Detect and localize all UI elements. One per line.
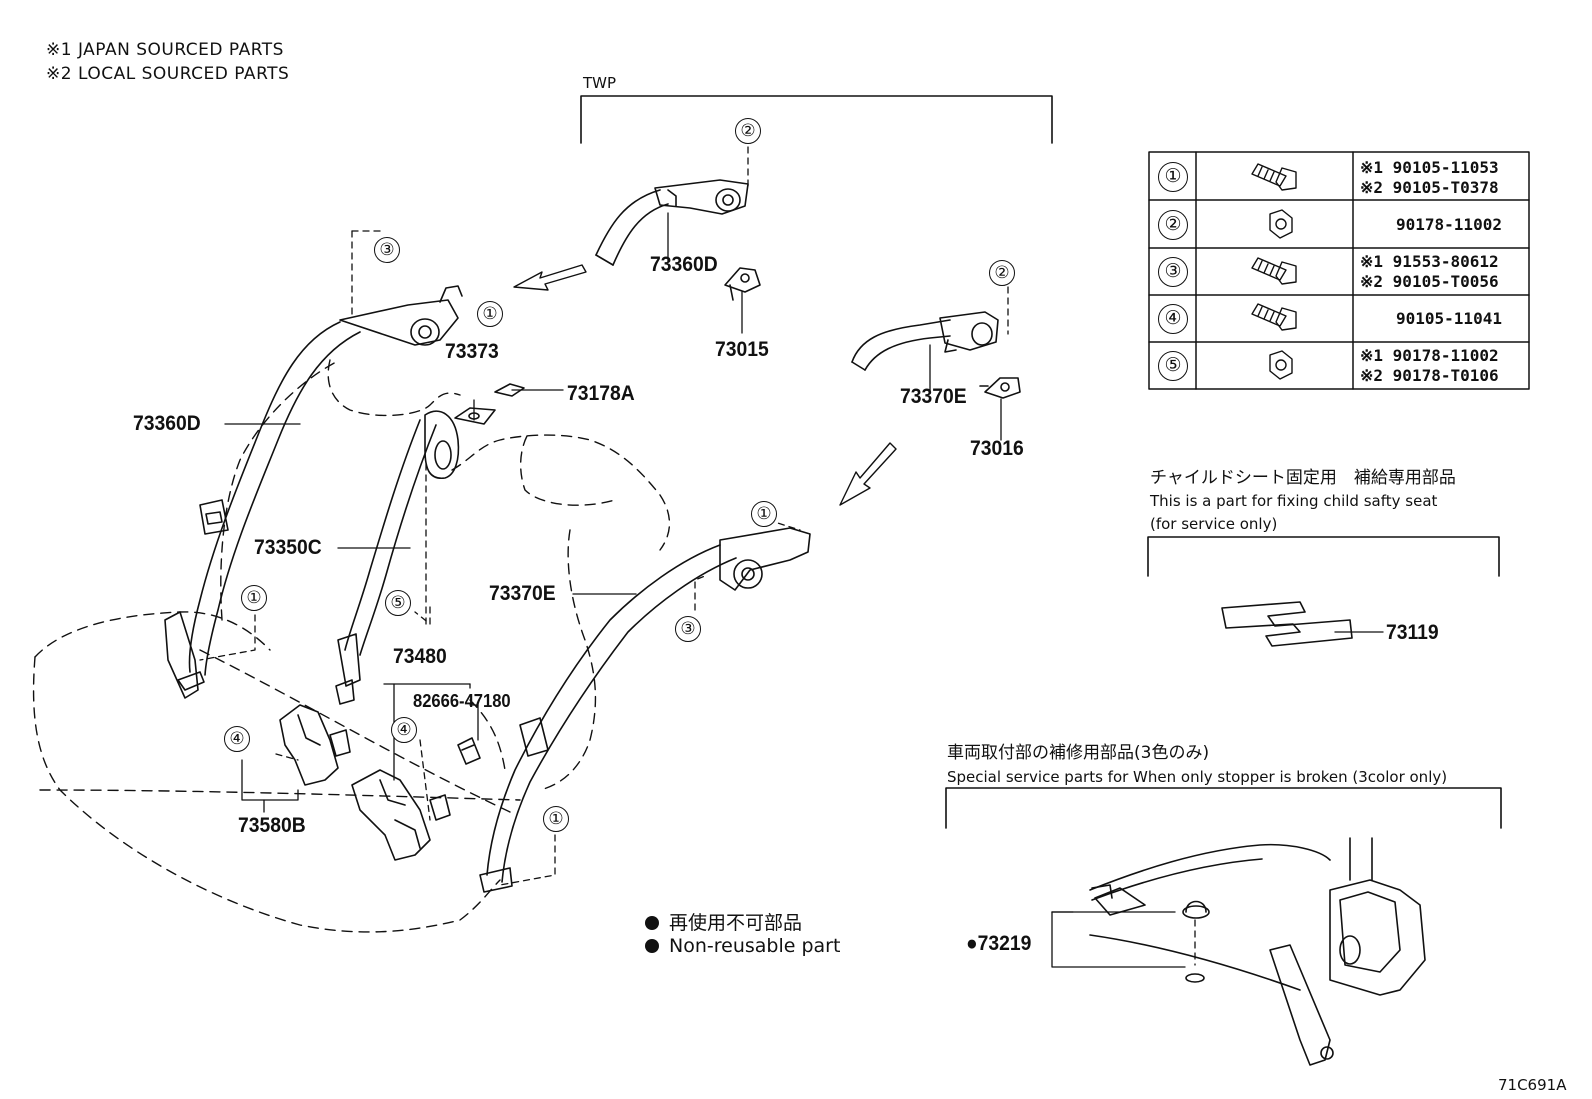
center-belt-73350C [335,410,460,705]
label-73119: 73119 [1386,621,1439,644]
stopper-detail [1089,837,1426,1066]
non-reusable-dot-icon [645,916,659,930]
callout-1-upper: ① [477,301,503,327]
callout-3-mid: ③ [675,616,701,642]
bolt-icon [1251,303,1297,331]
callout-5: ⑤ [385,590,411,616]
cover-73178A [494,383,525,397]
child-seat-note-en1: This is a part for fixing child safty se… [1150,492,1438,510]
nut-icon [1269,209,1293,239]
bolt-icon [1251,257,1297,285]
table-part-5b: ※2 90178-T0106 [1360,366,1499,385]
fastener-table-grid [1148,151,1530,390]
twp-bracket [580,95,1053,144]
legend-jp: 再使用不可部品 [669,912,803,934]
callout-1-mid: ① [751,501,777,527]
callout-2-top: ② [735,118,761,144]
table-part-3b: ※2 90105-T0056 [1360,272,1499,291]
label-73016: 73016 [970,437,1024,460]
retractor-73360D-left [164,285,463,699]
label-73219: ●73219 [966,932,1032,955]
drawing-code: 71C691A [1498,1076,1567,1094]
label-73480: 73480 [393,645,447,668]
bracket-73016 [979,377,1021,399]
callout-4-left: ④ [224,726,250,752]
label-73370E-mid: 73370E [489,582,556,605]
direction-arrows [513,264,897,506]
table-part-4: 90105-11041 [1396,309,1502,328]
table-ref-4: ④ [1158,304,1188,334]
retractor-73370E-right [851,311,999,371]
note-local-sourced: ※2 LOCAL SOURCED PARTS [46,64,290,84]
table-icons [1251,163,1297,380]
label-73350C: 73350C [254,536,322,559]
retractor-73360D-top [595,179,749,266]
table-ref-3: ③ [1158,257,1188,287]
callout-2-right: ② [989,260,1015,286]
callout-4-mid: ④ [391,717,417,743]
child-seat-bracket [1147,536,1500,577]
label-73370E-right: 73370E [900,385,967,408]
table-ref-2: ② [1158,210,1188,240]
bolt-icon [1251,163,1297,191]
buckle-73580B [279,704,351,786]
legend-row-jp: 再使用不可部品 [645,908,802,935]
legend-row-en: Non-reusable part [645,935,840,957]
table-part-1b: ※2 90105-T0378 [1360,178,1499,197]
stopper-bracket [945,787,1502,829]
callout-3-top: ③ [374,237,400,263]
label-73580B: 73580B [238,814,306,837]
label-73178A: 73178A [567,382,635,405]
child-seat-note-en2: (for service only) [1150,515,1278,533]
callout-1-low: ① [543,806,569,832]
stopper-note-en: Special service parts for When only stop… [947,768,1448,786]
label-73015: 73015 [715,338,769,361]
table-part-2: 90178-11002 [1396,215,1502,234]
plate-73119 [1221,601,1353,647]
label-73360D-top: 73360D [650,253,718,276]
label-73360D-left: 73360D [133,412,201,435]
bracket-73015 [724,267,761,301]
label-82666-47180: 82666-47180 [413,691,511,711]
table-part-5a: ※1 90178-11002 [1360,346,1499,365]
note-japan-sourced: ※1 JAPAN SOURCED PARTS [46,40,284,60]
stopper-note-jp: 車両取付部の補修用部品(3色のみ) [947,743,1210,763]
leader-lines [224,212,1384,968]
rear-seat-outline [32,359,671,933]
legend-en: Non-reusable part [669,935,841,957]
table-part-3a: ※1 91553-80612 [1360,252,1499,271]
connector-82666-47180 [457,737,481,765]
table-part-1a: ※1 90105-11053 [1360,158,1499,177]
buckle-73480 [351,769,451,861]
table-ref-5: ⑤ [1158,351,1188,381]
non-reusable-dot-icon [645,939,659,953]
label-73373: 73373 [445,340,499,363]
callout-1-left: ① [241,585,267,611]
nut-icon [1269,350,1293,380]
table-ref-1: ① [1158,162,1188,192]
twp-label: TWP [583,74,617,92]
cover-73373 [454,407,496,425]
retractor-73370E-mid [479,527,811,893]
child-seat-note-jp: チャイルドシート固定用 補給専用部品 [1150,468,1456,488]
